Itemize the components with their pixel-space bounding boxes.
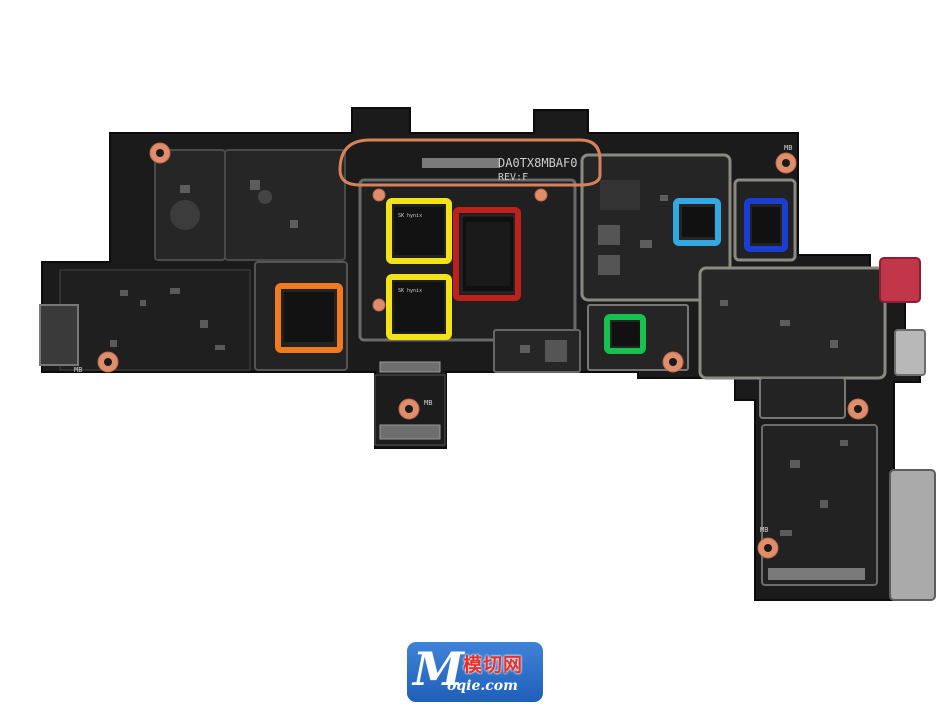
highlight-box-yellow-top (386, 198, 452, 264)
watermark-url: oqie.com (447, 678, 518, 694)
storage-chip (284, 292, 334, 342)
ram-bottom-brand: SK hynix (398, 288, 422, 294)
mb-label-left: MB (74, 366, 82, 374)
mb-label-center: MB (424, 399, 432, 407)
watermark-letter: M (413, 642, 464, 696)
mb-label-right-top: MB (784, 144, 792, 152)
highlight-box-green (604, 314, 646, 354)
highlight-box-yellow-bottom (386, 274, 452, 340)
mb-label-right-bottom: MB (760, 526, 768, 534)
ram-chip-top (394, 207, 444, 255)
ram-chip-bottom (394, 282, 444, 332)
highlight-box-orange (275, 283, 343, 353)
highlight-box-blue (744, 198, 788, 252)
ram-top-brand: SK hynix (398, 213, 422, 219)
watermark-chinese-text: 模切网 (463, 654, 524, 676)
board-part-number: DA0TX8MBAF0 (498, 156, 577, 170)
board-revision: REV:F (498, 172, 528, 183)
moqie-watermark-logo: M 模切网 oqie.com (407, 642, 543, 702)
highlight-box-cyan (673, 198, 721, 246)
highlight-box-red (453, 207, 521, 301)
